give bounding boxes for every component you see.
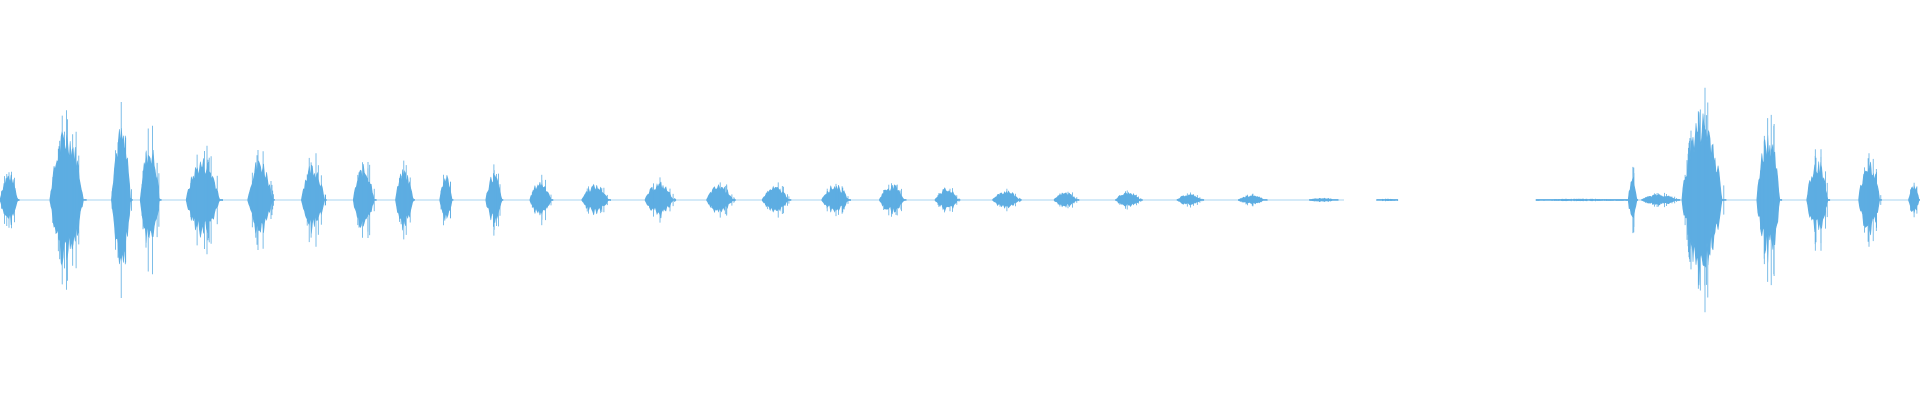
- waveform-burst-18: [934, 187, 961, 212]
- waveform-burst-2: [111, 128, 133, 265]
- waveform-burst-5: [247, 160, 275, 234]
- waveform-burst-24: [1309, 197, 1339, 202]
- waveform-burst-21: [1115, 191, 1143, 207]
- waveform-burst-20: [1053, 192, 1080, 208]
- waveform-burst-12: [581, 183, 611, 216]
- waveform-burst-14: [706, 183, 736, 214]
- waveform-bursts: [0, 87, 1920, 313]
- waveform-burst-8: [395, 169, 415, 231]
- waveform-burst-13: [644, 182, 677, 218]
- waveform-burst-29: [1681, 112, 1727, 286]
- waveform-burst-1: [49, 131, 87, 267]
- waveform-burst-6: [301, 164, 327, 234]
- waveform-burst-15: [761, 185, 792, 213]
- waveform-burst-31: [1806, 161, 1831, 233]
- waveform-burst-3: [139, 149, 162, 244]
- waveform-burst-7: [353, 164, 377, 229]
- waveform-burst-0: [0, 174, 20, 226]
- waveform-burst-9: [439, 175, 454, 221]
- waveform-burst-32: [1858, 161, 1882, 236]
